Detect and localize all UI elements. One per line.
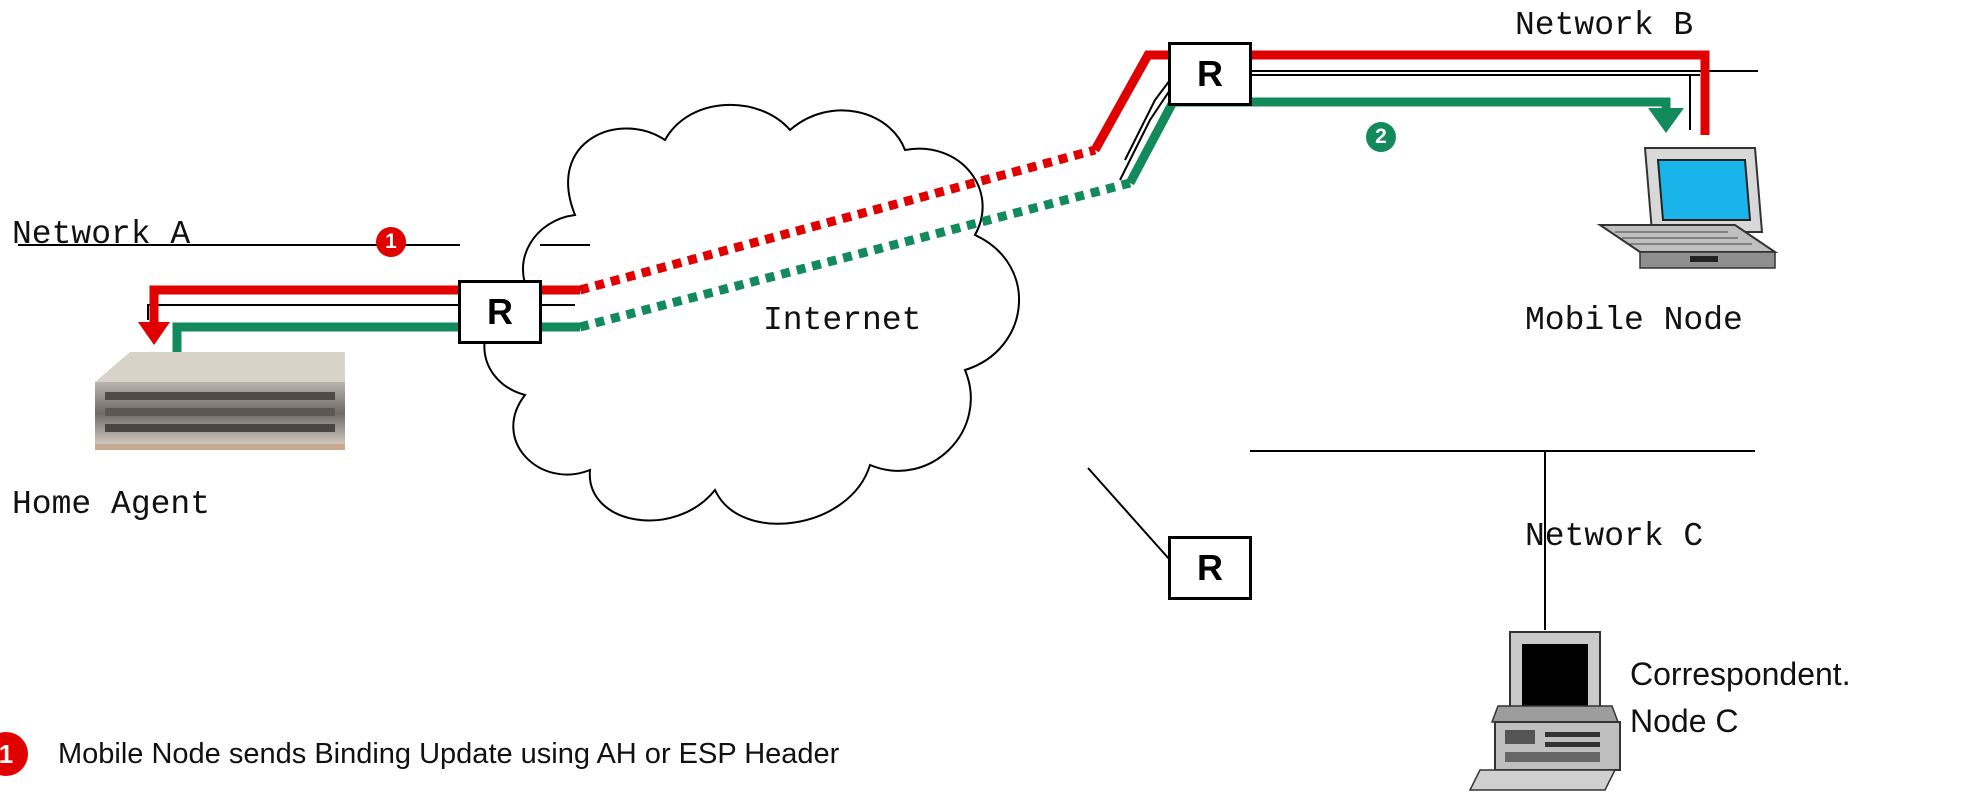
step1-caption-text: Mobile Node sends Binding Update using A… [58, 737, 840, 770]
cloud-to-router-c-link [1087, 467, 1171, 561]
network-b-label: Network B [1515, 7, 1694, 44]
step2-badge: 2 [1366, 122, 1396, 152]
home-agent-label: Home Agent [12, 486, 211, 523]
link-thin-b [1119, 74, 1700, 181]
desktop-computer-icon [1468, 631, 1621, 791]
internet-cloud [483, 103, 1020, 525]
network-c-label: Network C [1525, 518, 1704, 555]
step1-arrowhead [138, 322, 170, 345]
correspondent-node-label-line1: Correspondent. [1630, 656, 1851, 692]
router-c: R [1168, 536, 1252, 600]
home-agent-device-icon [95, 352, 345, 450]
step1-caption: 1 Mobile Node sends Binding Update using… [0, 732, 839, 776]
router-b: R [1168, 42, 1252, 106]
internet-label: Internet [763, 302, 922, 339]
step1-path-dotted [578, 145, 1097, 295]
link-thin-b2 [1124, 79, 1171, 161]
laptop-icon [1596, 147, 1779, 269]
router-a: R [458, 280, 542, 344]
network-a-label: Network A [12, 216, 191, 253]
step2-arrowhead [1648, 108, 1684, 133]
step1-caption-badge: 1 [0, 732, 28, 776]
step2-path-solid-a [172, 322, 580, 360]
step2-path-solid-b [1126, 97, 1671, 186]
step1-path-solid-b [1091, 50, 1710, 153]
step1-path-solid-a [149, 285, 580, 330]
mobile-node-label: Mobile Node [1525, 302, 1743, 339]
step1-badge: 1 [376, 227, 406, 257]
correspondent-node-label-line2: Node C [1630, 703, 1739, 739]
link-thin-a [147, 304, 575, 320]
